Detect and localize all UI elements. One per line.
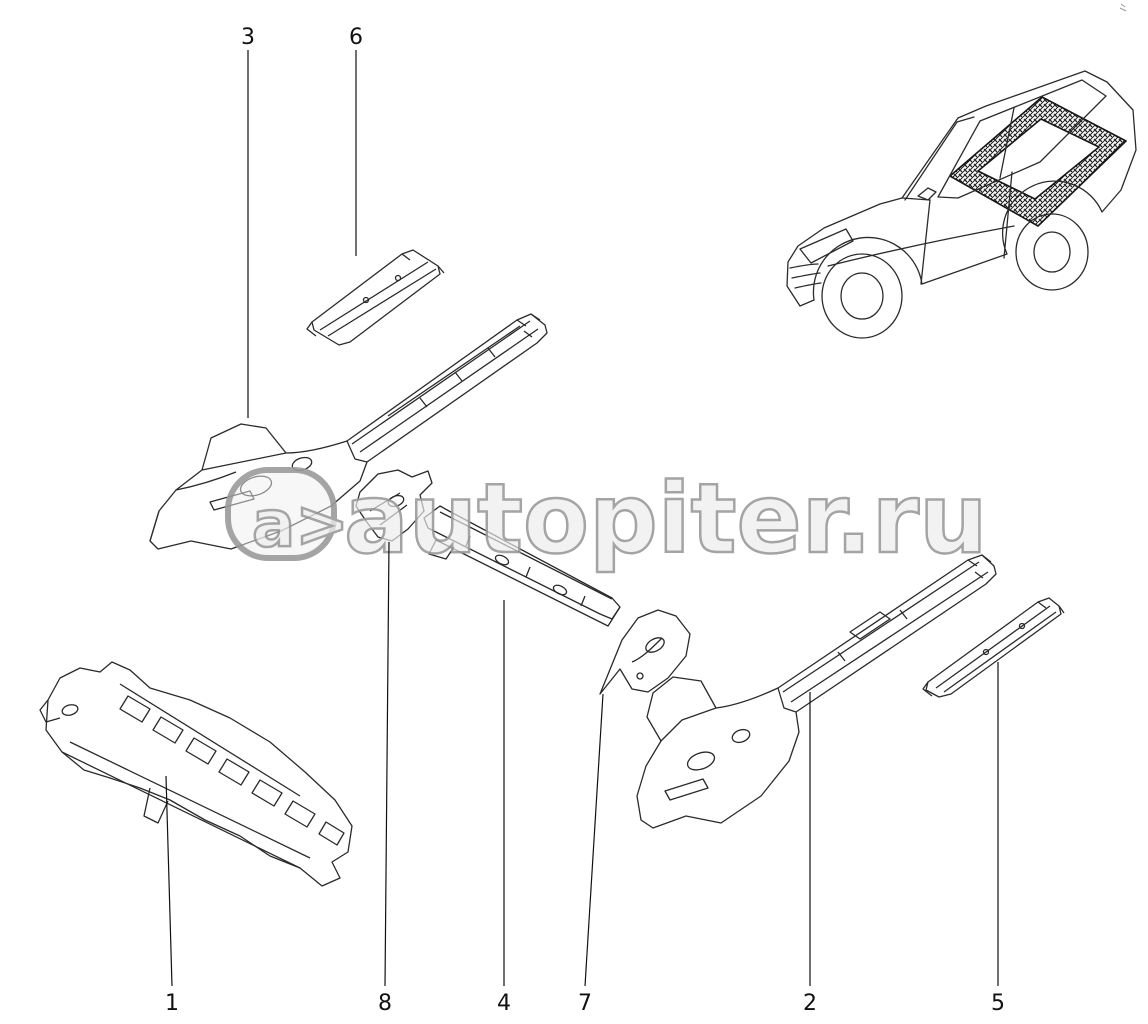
watermark-domain-text: autopiter.ru (344, 463, 987, 575)
part-7-bracket (599, 609, 691, 695)
leader-line-7 (584, 693, 604, 987)
callout-label-6: 6 (349, 25, 363, 50)
part-5-rail (922, 597, 1065, 698)
watermark: a> autopiter.ru (225, 462, 989, 576)
watermark-logo-frame (225, 467, 337, 561)
leader-line-8 (384, 541, 390, 987)
corner-mark (1119, 3, 1127, 12)
callout-label-5: 5 (991, 991, 1005, 1016)
callout-label-8: 8 (378, 991, 392, 1016)
callout-label-1: 1 (165, 991, 179, 1016)
callout-label-4: 4 (497, 991, 511, 1016)
callout-label-2: 2 (803, 991, 817, 1016)
callout-leader-lines (165, 50, 999, 987)
callout-label-7: 7 (578, 991, 592, 1016)
watermark-logo-text: a> (252, 488, 349, 562)
part-2-side-member (636, 554, 997, 829)
callout-label-3: 3 (241, 25, 255, 50)
part-6-rail (306, 249, 445, 346)
leader-line-1 (165, 775, 173, 987)
part-8-bracket (355, 469, 433, 542)
callout-labels: 3 6 1 8 4 7 2 5 (165, 25, 1005, 1016)
car-locator-illustration (786, 70, 1137, 339)
part-4-rail (423, 505, 621, 627)
part-1-crossmember (39, 661, 353, 887)
part-3-side-member (149, 313, 548, 550)
